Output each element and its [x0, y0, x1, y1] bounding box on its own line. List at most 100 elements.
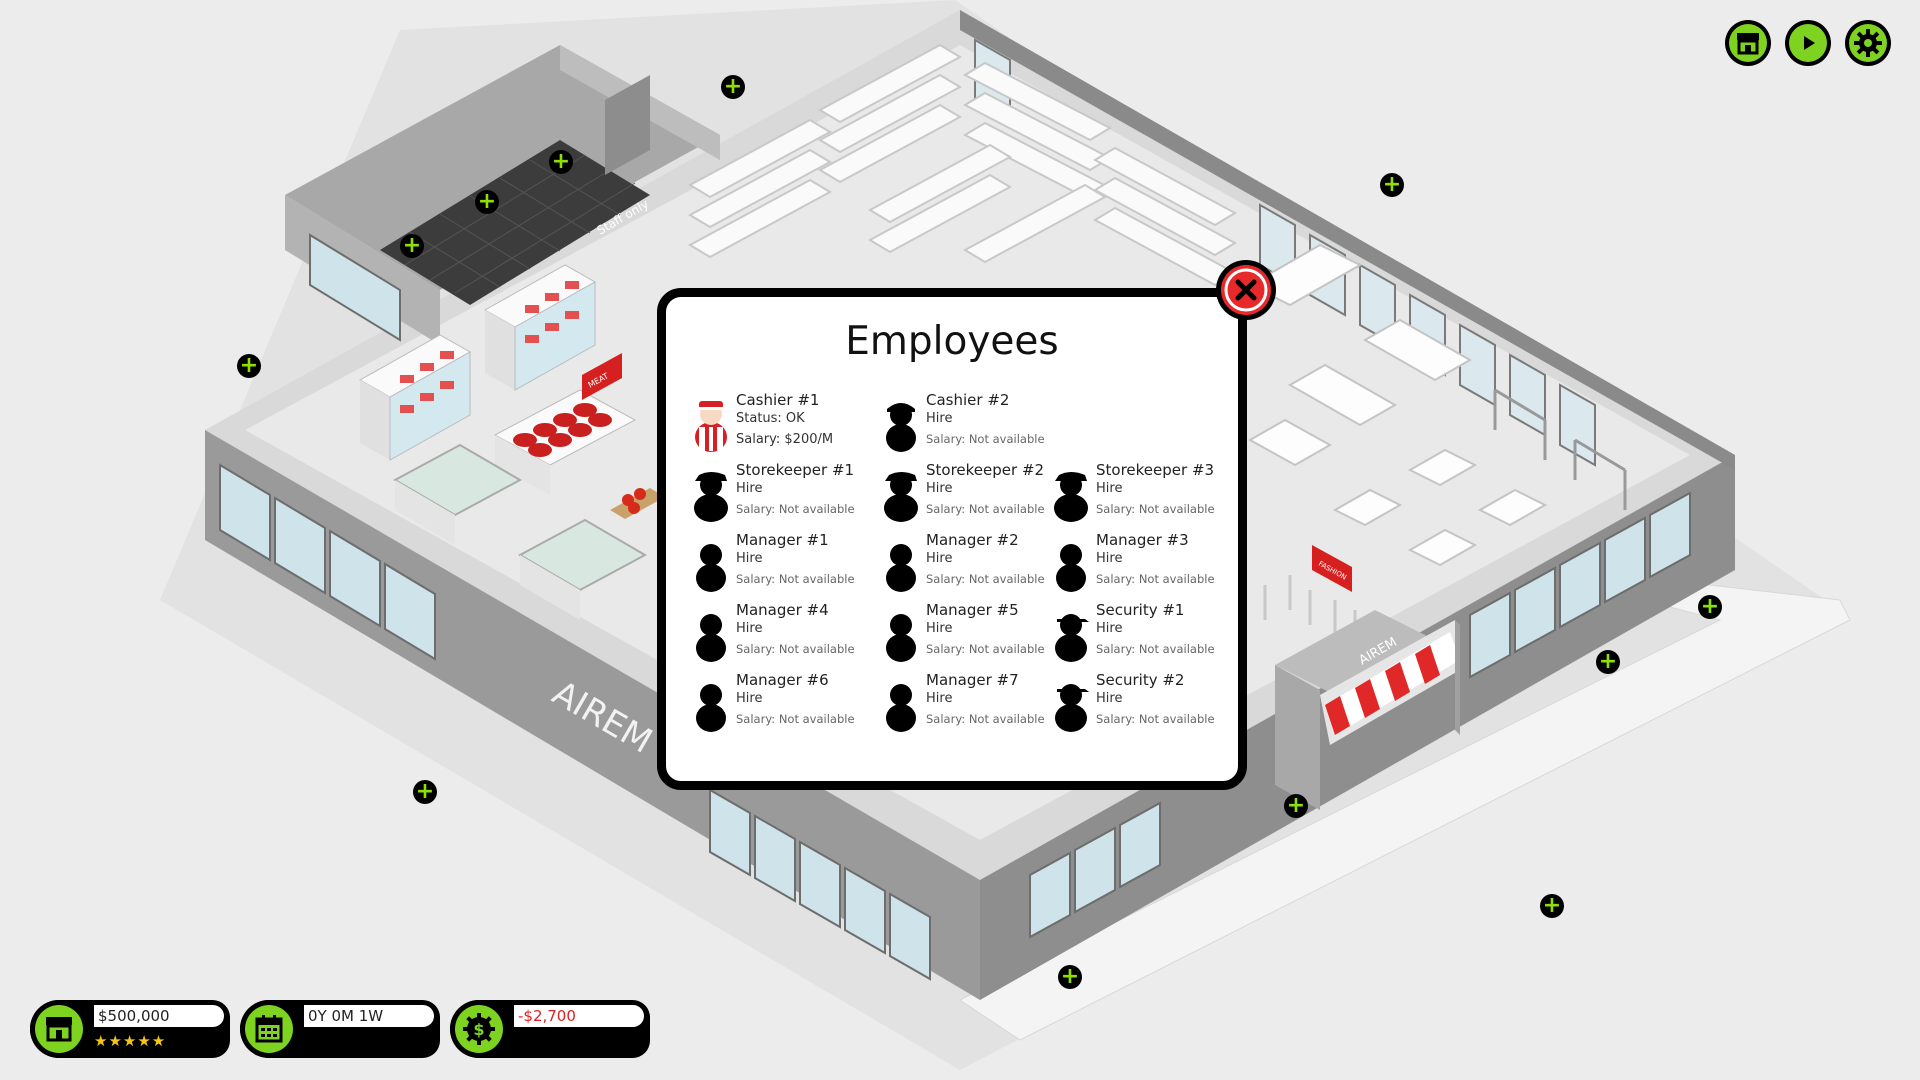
close-dialog-button[interactable] [1216, 260, 1276, 320]
store-icon [46, 1017, 72, 1042]
employee-salary: Salary: Not available [736, 642, 855, 656]
employee-storekeeper-2[interactable]: Storekeeper #2 Hire Salary: Not availabl… [881, 461, 1061, 527]
time-panel: 0Y 0M 1W [240, 1000, 440, 1058]
employee-name: Manager #6 [736, 671, 829, 689]
build-spot-plus-button[interactable]: + [413, 780, 437, 804]
employee-salary: Salary: Not available [1096, 712, 1215, 726]
employee-salary: Salary: Not available [926, 432, 1045, 446]
employee-name: Manager #1 [736, 531, 829, 549]
build-spot-plus-button[interactable]: + [475, 190, 499, 214]
silhouette-avatar-icon [1056, 544, 1086, 592]
employee-salary: Salary: Not available [926, 642, 1045, 656]
hire-link[interactable]: Hire [736, 691, 763, 706]
employee-security-1[interactable]: Security #1 Hire Salary: Not available [1051, 601, 1231, 667]
build-spot-plus-button[interactable]: + [400, 234, 424, 258]
calendar-icon [255, 1015, 283, 1043]
build-spot-plus-button[interactable]: + [1058, 965, 1082, 989]
close-icon [1224, 268, 1268, 312]
employee-name: Cashier #2 [926, 391, 1010, 409]
employee-salary: Salary: $200/M [736, 432, 834, 447]
employee-name: Security #1 [1096, 601, 1185, 619]
settings-button[interactable] [1845, 20, 1891, 66]
employee-name: Storekeeper #3 [1096, 461, 1215, 479]
employee-name: Security #2 [1096, 671, 1185, 689]
employee-name: Manager #3 [1096, 531, 1189, 549]
silhouette-avatar-icon [696, 614, 726, 662]
employee-name: Manager #2 [926, 531, 1019, 549]
hire-link[interactable]: Hire [1096, 481, 1123, 496]
employee-security-2[interactable]: Security #2 Hire Salary: Not available [1051, 671, 1231, 737]
employee-salary: Salary: Not available [1096, 502, 1215, 516]
cashier-avatar-icon [695, 401, 727, 452]
silhouette-avatar-icon [886, 544, 916, 592]
employee-salary: Salary: Not available [926, 502, 1045, 516]
store-button[interactable] [1725, 20, 1771, 66]
employee-storekeeper-3[interactable]: Storekeeper #3 Hire Salary: Not availabl… [1051, 461, 1231, 527]
dollar-gear-icon: $ [463, 1013, 495, 1045]
employee-name: Manager #4 [736, 601, 829, 619]
silhouette-avatar-icon [886, 403, 916, 452]
employee-manager-2[interactable]: Manager #2 Hire Salary: Not available [881, 531, 1061, 597]
employee-cashier-2[interactable]: Cashier #2 Hire Salary: Not available [881, 391, 1061, 457]
silhouette-avatar-icon [1054, 472, 1088, 522]
silhouette-avatar-icon [884, 472, 918, 522]
employee-name: Storekeeper #2 [926, 461, 1045, 479]
employee-name: Manager #5 [926, 601, 1019, 619]
employee-salary: Salary: Not available [736, 572, 855, 586]
gear-icon [1854, 29, 1882, 57]
time-value: 0Y 0M 1W [304, 1005, 434, 1027]
employee-salary: Salary: Not available [736, 712, 855, 726]
hire-link[interactable]: Hire [926, 551, 953, 566]
silhouette-avatar-icon [694, 472, 728, 522]
svg-text:$: $ [473, 1020, 484, 1039]
money-panel: $500,000 ★★★★★ [30, 1000, 230, 1058]
hire-link[interactable]: Hire [736, 621, 763, 636]
employee-name: Storekeeper #1 [736, 461, 855, 479]
employee-name: Cashier #1 [736, 391, 820, 409]
build-spot-plus-button[interactable]: + [721, 75, 745, 99]
build-spot-plus-button[interactable]: + [1698, 595, 1722, 619]
balance-value: -$2,700 [514, 1005, 644, 1027]
silhouette-avatar-icon [886, 684, 916, 732]
silhouette-avatar-icon [886, 614, 916, 662]
employee-storekeeper-1[interactable]: Storekeeper #1 Hire Salary: Not availabl… [691, 461, 871, 527]
employee-manager-3[interactable]: Manager #3 Hire Salary: Not available [1051, 531, 1231, 597]
hire-link[interactable]: Hire [1096, 621, 1123, 636]
build-spot-plus-button[interactable]: + [1284, 794, 1308, 818]
employee-salary: Salary: Not available [926, 712, 1045, 726]
store-icon [1737, 33, 1759, 55]
build-spot-plus-button[interactable]: + [237, 354, 261, 378]
hire-link[interactable]: Hire [1096, 551, 1123, 566]
employee-manager-1[interactable]: Manager #1 Hire Salary: Not available [691, 531, 871, 597]
employee-manager-6[interactable]: Manager #6 Hire Salary: Not available [691, 671, 871, 737]
hire-link[interactable]: Hire [926, 621, 953, 636]
money-value: $500,000 [94, 1005, 224, 1027]
employee-name: Manager #7 [926, 671, 1019, 689]
employee-manager-4[interactable]: Manager #4 Hire Salary: Not available [691, 601, 871, 667]
silhouette-avatar-icon [1055, 614, 1089, 662]
silhouette-avatar-icon [696, 544, 726, 592]
employee-salary: Salary: Not available [926, 572, 1045, 586]
balance-panel: $ -$2,700 [450, 1000, 650, 1058]
hire-link[interactable]: Hire [736, 551, 763, 566]
employee-cashier-1[interactable]: Cashier #1 Status: OK Salary: $200/M [691, 391, 871, 457]
play-button[interactable] [1785, 20, 1831, 66]
employee-salary: Salary: Not available [736, 502, 855, 516]
employee-salary: Salary: Not available [1096, 572, 1215, 586]
employee-manager-7[interactable]: Manager #7 Hire Salary: Not available [881, 671, 1061, 737]
employee-status: Status: OK [736, 411, 805, 426]
build-spot-plus-button[interactable]: + [1596, 650, 1620, 674]
hire-link[interactable]: Hire [926, 691, 953, 706]
hire-link[interactable]: Hire [926, 411, 953, 426]
hire-link[interactable]: Hire [1096, 691, 1123, 706]
employees-dialog: Employees Cashier #1 Status: OK Salary: … [657, 288, 1247, 790]
rating-stars: ★★★★★ [94, 1032, 167, 1050]
employee-manager-5[interactable]: Manager #5 Hire Salary: Not available [881, 601, 1061, 667]
silhouette-avatar-icon [1055, 684, 1089, 732]
build-spot-plus-button[interactable]: + [549, 150, 573, 174]
hire-link[interactable]: Hire [926, 481, 953, 496]
employee-salary: Salary: Not available [1096, 642, 1215, 656]
build-spot-plus-button[interactable]: + [1380, 173, 1404, 197]
hire-link[interactable]: Hire [736, 481, 763, 496]
build-spot-plus-button[interactable]: + [1540, 894, 1564, 918]
